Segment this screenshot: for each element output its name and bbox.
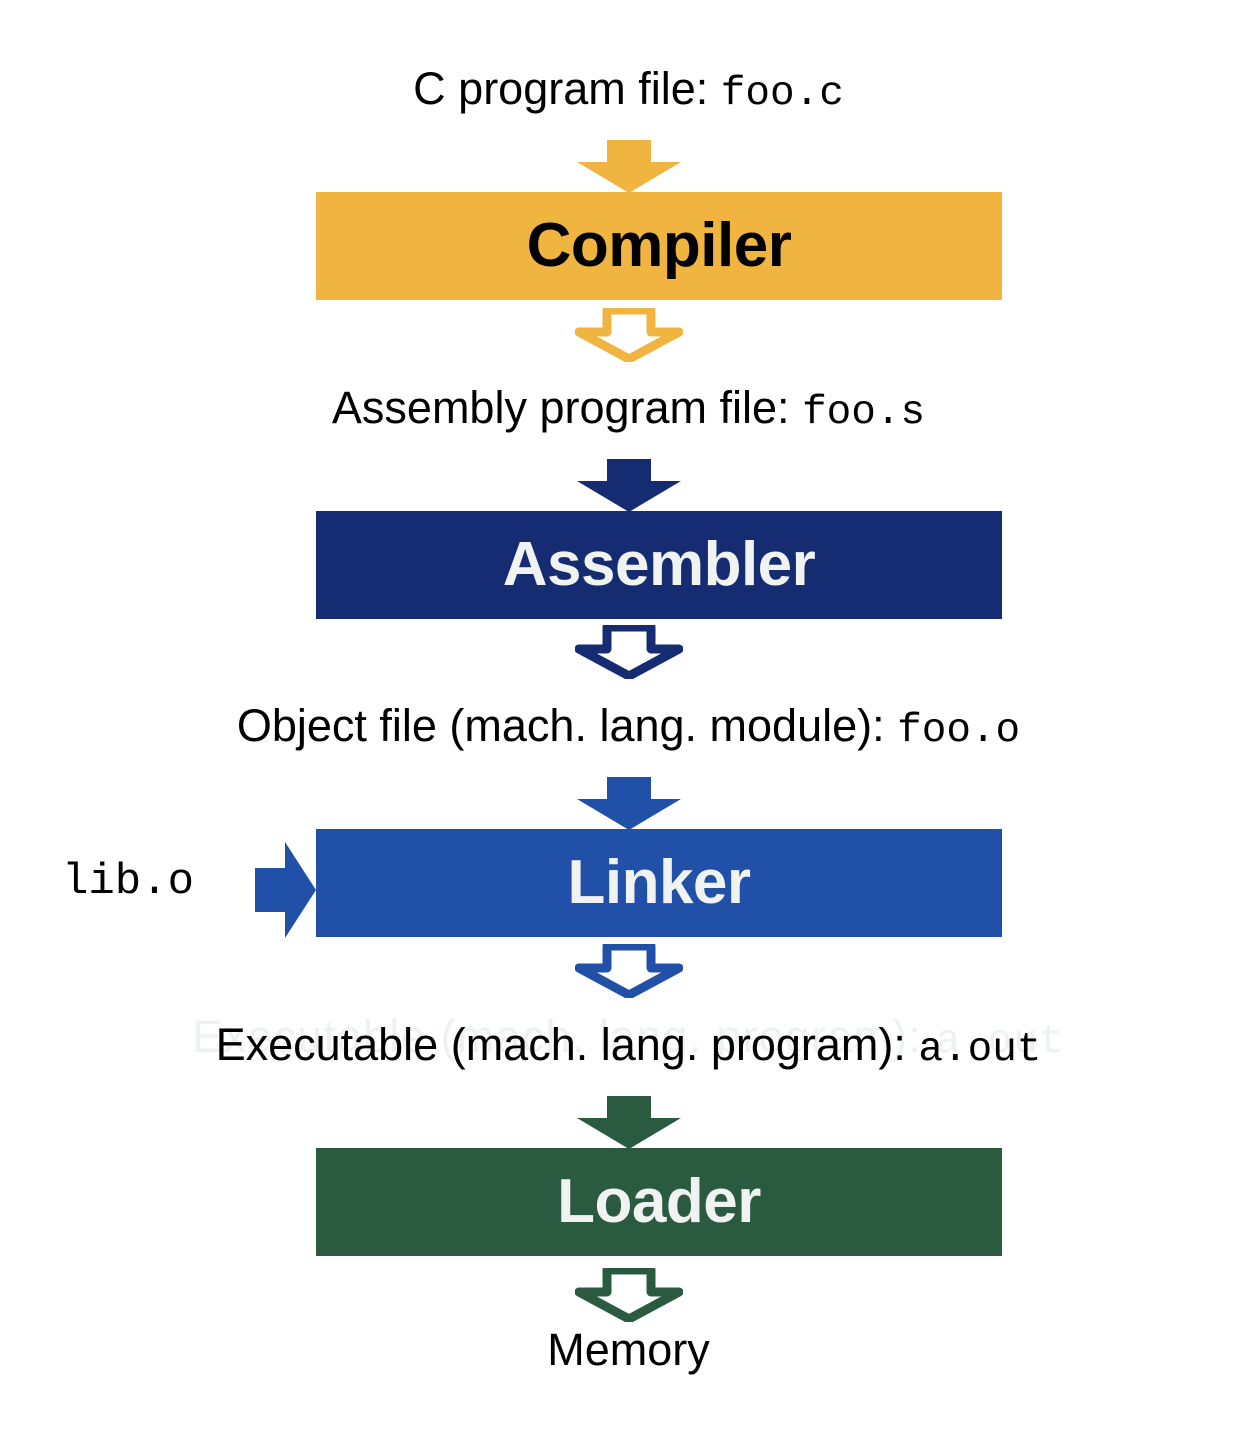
arrow-linker-to-executable (574, 941, 684, 1000)
side-input-label-lib: lib.o (62, 857, 194, 907)
caption-object-file: Object file (mach. lang. module): foo.o (0, 703, 1257, 752)
caption-assembly-filename: foo.s (802, 390, 926, 436)
caption-executable-ghost-text: Executable (mach. lang. program): (192, 1011, 936, 1062)
arrow-executable-to-loader (575, 1096, 683, 1150)
arrow-down-solid-icon (577, 1096, 681, 1149)
caption-source-text: C program file: (413, 63, 721, 114)
stage-box-loader[interactable]: Loader (316, 1148, 1002, 1256)
caption-object-filename: foo.o (897, 708, 1021, 754)
stage-label-loader: Loader (557, 1167, 761, 1236)
caption-source-file: C program file: foo.c (0, 66, 1257, 115)
arrow-loader-to-memory (574, 1265, 684, 1324)
caption-executable-filename: a.out (918, 1027, 1042, 1073)
arrow-lib-to-linker (255, 840, 317, 940)
caption-executable-ghost: Executable (mach. lang. program): a.out (0, 1014, 1257, 1063)
arrow-assembler-to-object (574, 622, 684, 681)
caption-assembly-text: Assembly program file: (331, 382, 803, 433)
caption-memory: Memory (0, 1327, 1257, 1372)
arrow-down-outline-icon (574, 305, 684, 364)
arrow-down-solid-icon (577, 140, 681, 193)
stage-label-assembler: Assembler (502, 530, 816, 599)
arrow-down-solid-icon (577, 459, 681, 512)
side-input-lib-text: lib.o (62, 857, 195, 907)
caption-assembly-file: Assembly program file: foo.s (0, 385, 1257, 434)
arrow-assembly-to-assembler (575, 459, 683, 513)
stage-label-compiler: Compiler (526, 211, 792, 280)
arrow-right-solid-icon (255, 842, 316, 938)
arrow-source-to-compiler (575, 140, 683, 194)
arrow-down-outline-icon (574, 622, 684, 681)
caption-object-text: Object file (mach. lang. module): (236, 700, 898, 751)
caption-executable-file: Executable (mach. lang. program): a.out (0, 1022, 1257, 1071)
caption-memory-text: Memory (547, 1324, 710, 1375)
arrow-down-solid-icon (577, 777, 681, 830)
stage-box-assembler[interactable]: Assembler (316, 511, 1002, 619)
arrow-object-to-linker (575, 777, 683, 831)
caption-source-filename: foo.c (720, 71, 844, 117)
arrow-down-outline-icon (574, 1265, 684, 1324)
stage-box-compiler[interactable]: Compiler (316, 192, 1002, 300)
stage-box-linker[interactable]: Linker (316, 829, 1002, 937)
caption-executable-text: Executable (mach. lang. program): (215, 1019, 919, 1070)
arrow-down-outline-icon (574, 941, 684, 1000)
caption-executable-ghost-filename: a.out (935, 1019, 1065, 1065)
arrow-compiler-to-assembly (574, 305, 684, 364)
stage-label-linker: Linker (567, 848, 751, 917)
